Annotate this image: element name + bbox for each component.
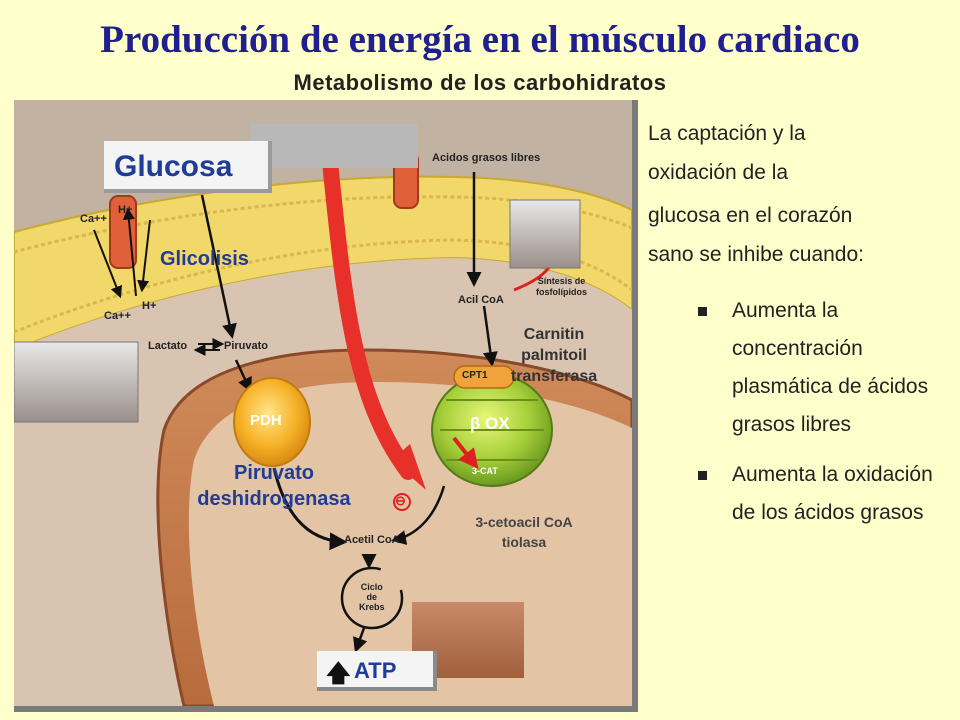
cpt1-label: CPT1 [462, 370, 488, 381]
glycolysis-label: Glicolisis [160, 248, 249, 270]
lactate-label: Lactato [148, 340, 188, 352]
proton-label-bottom: H+ [142, 300, 157, 312]
cell-illustration [14, 100, 632, 706]
calcium-label-top: Ca++ [80, 213, 107, 225]
beta-ox-label: β OX [470, 414, 510, 433]
atp-label: ATP [354, 658, 397, 683]
carnitine-palmitoyl-transferase-label: Carnitin palmitoil transferasa [510, 326, 598, 385]
thiolase-label: 3-cetoacil CoA tiolasa [475, 514, 573, 550]
acyl-coa-label: Acil CoA [458, 294, 504, 306]
up-arrow-icon: 🡅 [326, 660, 351, 687]
intro-text: La captación y la oxidación de la glucos… [648, 122, 864, 266]
pyruvate-dehydrogenase-label: Piruvato deshidrogenasa [197, 462, 351, 510]
bullet-square-icon [698, 307, 707, 316]
krebs-cycle-label: Ciclo de Krebs [359, 582, 385, 612]
acetyl-coa-label: Acetil CoA [344, 534, 400, 546]
atp-box [317, 651, 437, 691]
glucose-box [104, 141, 272, 193]
page-title: Producción de energía en el músculo card… [100, 18, 860, 61]
fatty-acids-label: Acidos grasos libres [432, 152, 541, 164]
page-subtitle: Metabolismo de los carbohidratos [293, 70, 667, 95]
pdh-label: PDH [250, 412, 282, 429]
list-item: Aumenta la concentración plasmática de á… [698, 292, 948, 444]
bullet-square-icon [698, 471, 707, 480]
condition-list: Aumenta la concentración plasmática de á… [698, 292, 948, 544]
metabolism-diagram: Ca++ H+ Ca++ H+ Acidos grasos libres Aci… [14, 100, 638, 712]
glucose-label: Glucosa [114, 150, 233, 183]
proton-label-top: H+ [118, 204, 133, 216]
list-item: Aumenta la oxidación de los ácidos graso… [698, 456, 948, 532]
inhibition-icon: ⊖ [395, 493, 406, 508]
phospholipid-synthesis-label: Síntesis de fosfolípidos [536, 276, 587, 297]
three-cat-label: 3-CAT [472, 466, 498, 476]
pyruvate-label: Piruvato [224, 340, 269, 352]
calcium-label-bottom: Ca++ [104, 310, 131, 322]
